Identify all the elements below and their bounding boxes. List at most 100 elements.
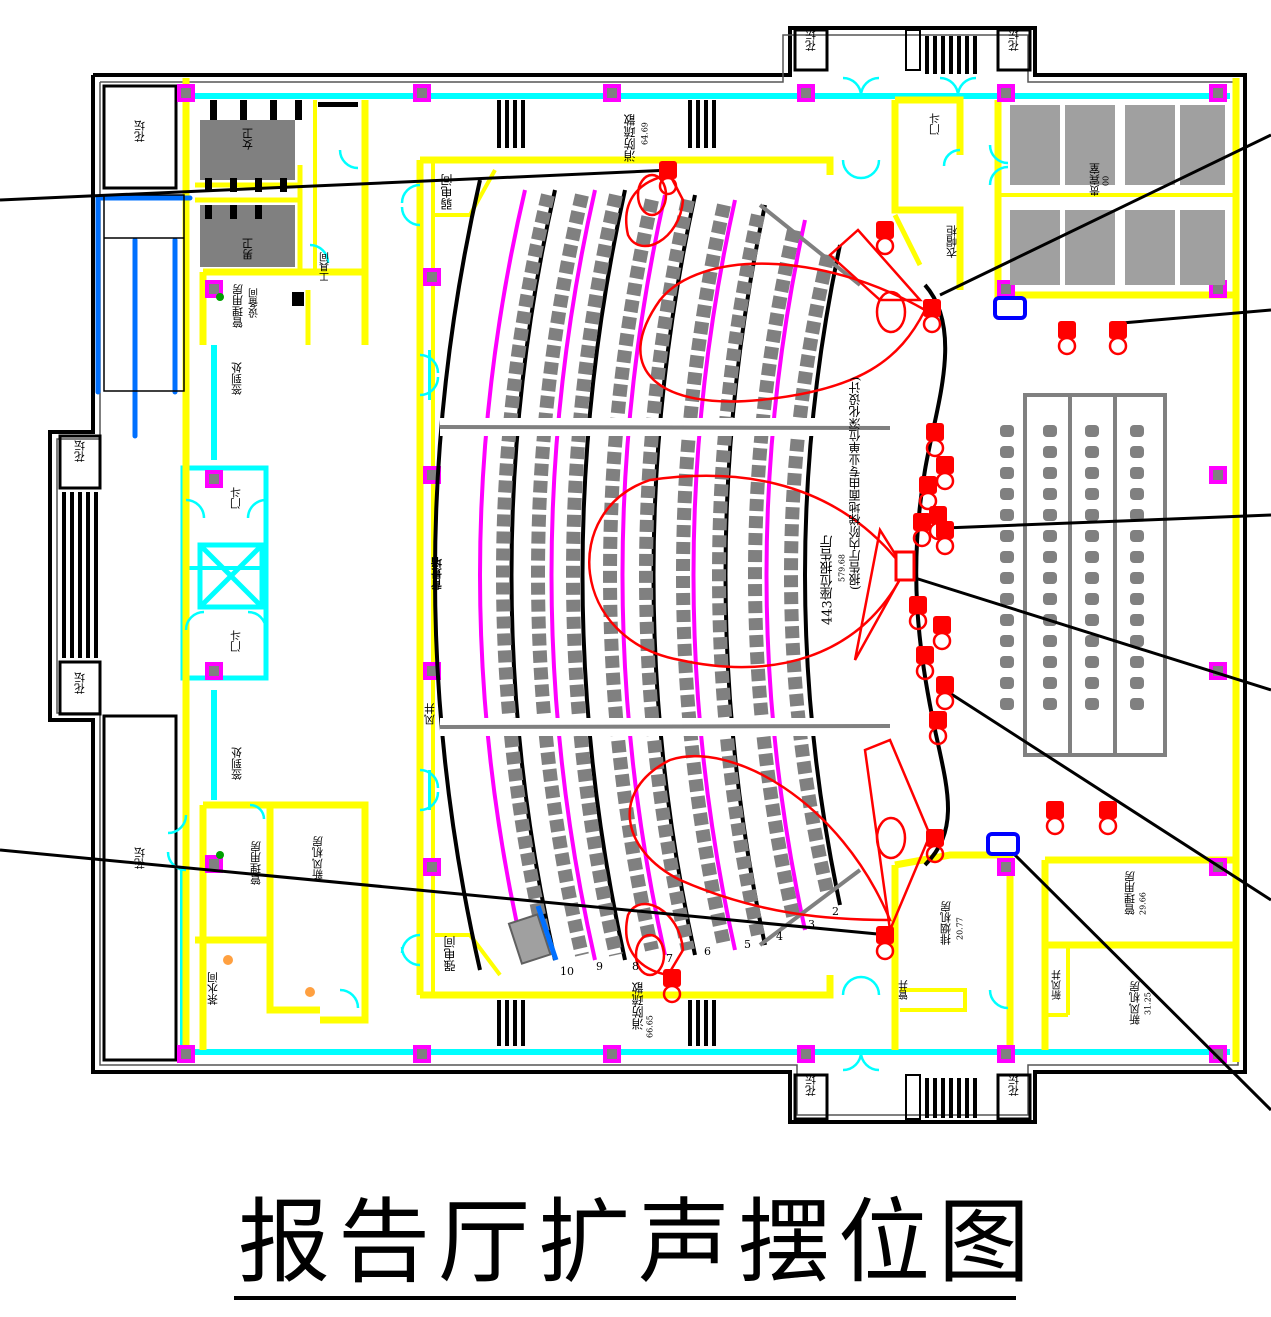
label-pipe-shaft: 管井	[899, 979, 911, 1001]
door-swings	[166, 76, 1009, 1072]
speaker-icon	[1098, 801, 1118, 836]
label-backdrop: 背景墙	[430, 556, 444, 591]
foyer-chair	[1043, 593, 1057, 605]
foyer-chair	[1085, 551, 1099, 563]
foyer-chair	[1130, 446, 1144, 458]
speaker-icon	[925, 423, 945, 458]
fixture-dot	[223, 955, 233, 965]
label-fresh-air-left: 新风机房	[312, 835, 325, 881]
label-firefight-top-area: 64.69	[641, 122, 650, 145]
foyer-chair	[1043, 530, 1057, 542]
foyer-tables	[1023, 393, 1167, 757]
elevator	[197, 542, 265, 610]
room-labels: 443座位报告厅 579.68 (报告厅内阶梯地面由专业单位深化设计) 消防疏散…	[74, 29, 1153, 1096]
speaker-icon	[658, 161, 678, 196]
foyer-chair	[1000, 614, 1014, 626]
vip-furniture	[1010, 105, 1225, 285]
fixture-dot	[305, 987, 315, 997]
row-number: 8	[632, 960, 639, 973]
foyer-chair	[1130, 467, 1144, 479]
lectern	[894, 550, 916, 582]
foyer-chair	[1130, 572, 1144, 584]
speaker-icon	[928, 711, 948, 746]
foyer-chair	[1000, 677, 1014, 689]
label-weak-elec: 弱电间	[440, 174, 454, 210]
interior-walls	[182, 78, 1240, 1062]
foyer-chair	[1000, 551, 1014, 563]
foyer-chair	[1043, 488, 1057, 500]
label-vestibule-1: 门斗	[230, 487, 243, 510]
foyer-chair	[1085, 530, 1099, 542]
row-number: 10	[560, 965, 574, 978]
label-air-shaft: 风井	[424, 702, 437, 725]
speaker-icon	[662, 969, 682, 1004]
foyer-chair	[1130, 677, 1144, 689]
speaker-icon	[915, 646, 935, 681]
label-flower-1: 花坛	[134, 120, 147, 142]
foyer-chair	[1085, 614, 1099, 626]
column-cores	[181, 88, 1223, 1059]
foyer-chair	[1000, 593, 1014, 605]
speaker-coverage	[588, 173, 932, 977]
outer-walls	[48, 26, 1247, 1124]
markers	[986, 296, 1027, 856]
label-firefight-bottom: 消防疏散	[631, 981, 645, 1030]
label-mgmt-note: 设备间	[249, 287, 261, 318]
aisle-lines-top	[439, 203, 891, 947]
foyer-chair	[1043, 698, 1057, 710]
foyer-chair	[1130, 614, 1144, 626]
foyer-chair	[1000, 425, 1014, 437]
foyer-chair	[1000, 509, 1014, 521]
fixture-dot	[216, 293, 224, 301]
foyer-chair	[1000, 572, 1014, 584]
toilet-partitions	[205, 100, 358, 306]
foyer-chair	[1085, 656, 1099, 668]
foyer-chair	[1000, 635, 1014, 647]
speaker-icon	[875, 221, 895, 256]
foyer-chair	[1000, 446, 1014, 458]
label-smoke: 排烟机房	[940, 900, 953, 946]
row-number: 6	[704, 945, 711, 958]
label-flower-4: 花坛	[74, 672, 87, 694]
foyer-chair	[1043, 467, 1057, 479]
foyer-chair	[1130, 551, 1144, 563]
foyer-chair	[1130, 488, 1144, 500]
foyer-chair	[1000, 530, 1014, 542]
foyer-chair	[1085, 488, 1099, 500]
speaker-icon	[922, 299, 942, 334]
foyer-chair	[1130, 530, 1144, 542]
west-stairs	[62, 492, 98, 658]
row-number: 3	[808, 918, 815, 931]
label-fresh-air-right-area: 31.25	[1144, 992, 1153, 1015]
foyer-chair	[1130, 656, 1144, 668]
foyer-chair	[1085, 635, 1099, 647]
row-number: 9	[596, 960, 603, 973]
speaker-icon	[1057, 321, 1077, 356]
duct-lines	[95, 195, 193, 439]
label-tea: 茶水间	[207, 971, 220, 1005]
speaker-icon	[1108, 321, 1128, 356]
foyer-chair	[1085, 425, 1099, 437]
label-signin-bottom: 签到处	[231, 746, 244, 781]
label-vestibule-2: 门斗	[230, 630, 243, 653]
row-number: 7	[666, 952, 673, 965]
label-cloak: 衣帽柜	[946, 224, 959, 259]
row-number: 4	[776, 930, 783, 943]
label-hall: 443座位报告厅	[820, 535, 836, 625]
label-flower-2: 花坛	[134, 847, 147, 869]
label-strong-elec: 强电间	[443, 936, 457, 972]
foyer-chair	[1043, 677, 1057, 689]
toilet-fixtures	[200, 120, 295, 267]
speakers	[658, 161, 1128, 1004]
label-mgmt-top: 管理用房	[232, 283, 245, 329]
foyer-chair	[1085, 593, 1099, 605]
foyer-chair	[1000, 656, 1014, 668]
fixture-dot	[216, 851, 224, 859]
foyer-chairs	[1000, 425, 1144, 710]
label-smoke-area: 20.77	[956, 917, 965, 940]
foyer-chair	[1043, 635, 1057, 647]
projector-desk	[507, 905, 559, 965]
diagram-title: 报告厅扩声摆位图	[238, 1189, 1039, 1296]
foyer-chair	[1043, 509, 1057, 521]
